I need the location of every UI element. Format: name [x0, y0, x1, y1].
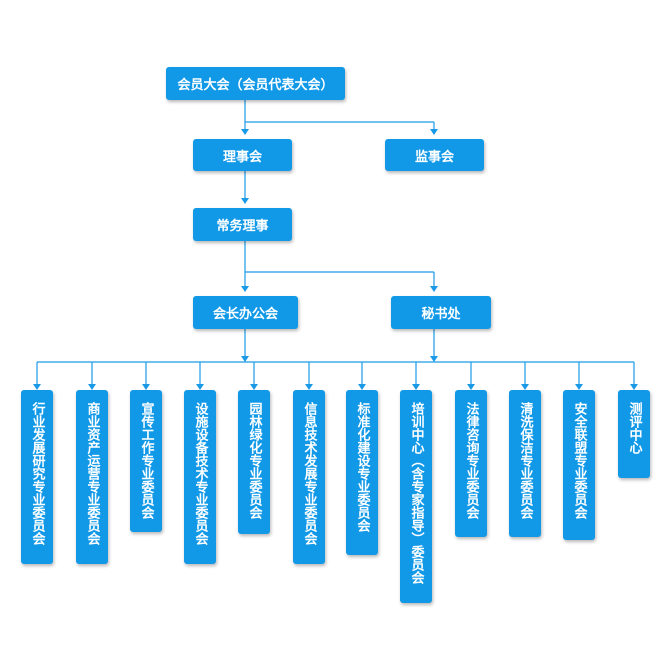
committee-arrow [630, 384, 638, 390]
committee-industry-research: 行业发展研究专业委员会 [21, 390, 53, 564]
standing-council-box: 常务理事 [193, 208, 292, 241]
committee-arrow [142, 384, 150, 390]
committee-training-center: 培训中心（含专家指导）委员会 [400, 390, 432, 603]
committee-arrow [575, 384, 583, 390]
committee-label: 宣传工作专业委员会 [138, 402, 154, 519]
committee-label: 商业资产运营专业委员会 [84, 402, 100, 545]
committee-legal-consulting: 法律咨询专业委员会 [455, 390, 487, 537]
committee-publicity: 宣传工作专业委员会 [130, 390, 162, 532]
committee-arrow [412, 384, 420, 390]
secretariat-label: 秘书处 [421, 307, 461, 322]
committee-label: 安全联盟专业委员会 [571, 402, 587, 519]
committee-label: 标准化建设专业委员会 [354, 402, 370, 532]
arrow-supervisors [430, 129, 438, 135]
committee-arrow [358, 384, 366, 390]
arrow-council [241, 129, 249, 135]
council-label: 理事会 [222, 149, 262, 165]
committee-label: 信息技术发展专业委员会 [301, 402, 317, 545]
council-box: 理事会 [193, 139, 292, 171]
committee-evaluation-center: 测评中心 [618, 390, 650, 478]
secretariat-box: 秘书处 [391, 296, 491, 329]
committee-safety-alliance: 安全联盟专业委员会 [563, 390, 595, 540]
committee-cleaning: 清洗保洁专业委员会 [509, 390, 541, 537]
president-office-label: 会长办公会 [212, 307, 278, 322]
general-assembly-box: 会员大会（会员代表大会） [166, 67, 345, 100]
arrow-merge-right [430, 356, 438, 362]
committee-arrow [521, 384, 529, 390]
committee-arrow [33, 384, 41, 390]
committee-it-development: 信息技术发展专业委员会 [293, 390, 325, 564]
committee-arrow [305, 384, 313, 390]
committee-label: 设施设备技术专业委员会 [192, 402, 208, 545]
committee-commercial-assets: 商业资产运营专业委员会 [76, 390, 108, 564]
arrow-secretariat [430, 286, 438, 292]
committee-label: 培训中心（含专家指导）委员会 [408, 402, 424, 584]
committee-drop-lines [33, 362, 638, 390]
arrow-president-office [241, 286, 249, 292]
supervisors-label: 监事会 [414, 149, 454, 165]
general-assembly-label: 会员大会（会员代表大会） [177, 78, 334, 93]
arrow-standing [241, 198, 249, 204]
committee-label: 行业发展研究专业委员会 [29, 402, 45, 545]
committee-arrow [250, 384, 258, 390]
arrow-merge-left [241, 356, 249, 362]
committee-facilities-tech: 设施设备技术专业委员会 [184, 390, 216, 564]
committee-label: 清洗保洁专业委员会 [517, 402, 533, 519]
supervisors-box: 监事会 [385, 139, 484, 171]
committee-arrow [88, 384, 96, 390]
committee-arrow [467, 384, 475, 390]
committee-standardization: 标准化建设专业委员会 [346, 390, 378, 555]
connector-lines [37, 100, 634, 363]
standing-council-label: 常务理事 [216, 219, 269, 234]
committee-label: 园林绿化专业委员会 [246, 402, 262, 519]
committee-landscaping: 园林绿化专业委员会 [238, 390, 270, 534]
president-office-box: 会长办公会 [193, 296, 298, 329]
committee-arrow [196, 384, 204, 390]
committee-label: 测评中心 [626, 402, 642, 454]
connector-arrows [241, 129, 438, 362]
committee-label: 法律咨询专业委员会 [463, 402, 479, 519]
